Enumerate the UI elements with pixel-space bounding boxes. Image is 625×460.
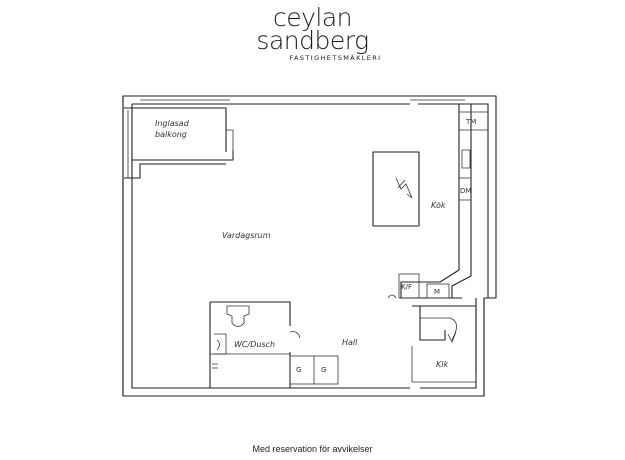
outer-walls [122, 95, 497, 397]
balcony [124, 107, 234, 179]
fixture-label-g2: G [321, 366, 326, 374]
fixture-label-tm: TM [465, 118, 476, 126]
room-label-living: Vardagsrum [222, 231, 271, 240]
door-swings [289, 294, 397, 339]
fixture-label-m: M [434, 288, 440, 296]
stair [411, 305, 477, 383]
brand-tagline: FASTIGHETSMÄKLERI [289, 54, 382, 62]
room-label-balcony-2: balkong [155, 130, 187, 139]
room-label-bath: WC/Dusch [234, 340, 275, 349]
room-label-kitchen: Kök [431, 201, 446, 210]
kitchen-island [372, 151, 420, 227]
brand-name-line1: ceylan [272, 3, 353, 32]
room-label-stair: Klk [436, 360, 448, 369]
brand-logo: ceylan sandberg FASTIGHETSMÄKLERI [0, 3, 625, 62]
fixture-label-g1: G [296, 366, 301, 374]
room-label-balcony-1: Inglasad [155, 119, 190, 128]
disclaimer: Med reservation för avvikelser [252, 444, 373, 454]
fixture-label-kf: K/F [401, 283, 412, 291]
room-label-hall: Hall [342, 338, 358, 347]
fixture-label-dm: DM [460, 187, 471, 195]
kitchen-counter [398, 104, 488, 299]
interior-walls [209, 301, 339, 388]
brand-name-line2: sandberg [256, 26, 369, 55]
